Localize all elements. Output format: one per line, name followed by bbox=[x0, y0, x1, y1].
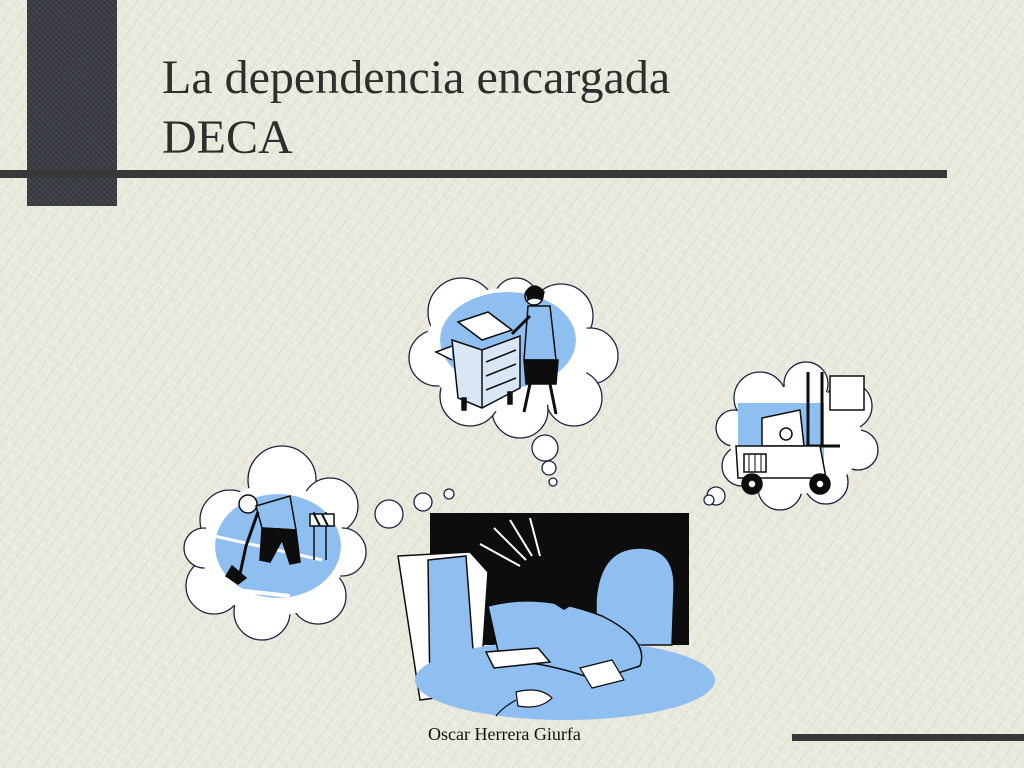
dreaming-worker-icon bbox=[397, 513, 715, 720]
title-line-2: DECA bbox=[162, 111, 293, 164]
forklift-icon bbox=[735, 372, 865, 495]
slide-title: La dependencia encargada DECA bbox=[162, 48, 670, 168]
thought-cloud-copier bbox=[408, 277, 619, 487]
thought-bubbles bbox=[374, 488, 455, 529]
thought-cloud-construction bbox=[183, 445, 367, 641]
office-worker-icon bbox=[510, 285, 559, 415]
title-line-1: La dependencia encargada bbox=[162, 51, 671, 104]
title-rule bbox=[0, 170, 947, 178]
clipart-illustration bbox=[183, 277, 879, 720]
thought-cloud-forklift bbox=[703, 361, 879, 511]
footer-rule bbox=[792, 734, 1024, 741]
footer-author: Oscar Herrera Giurfa bbox=[428, 724, 581, 744]
construction-worker-icon bbox=[213, 494, 341, 598]
photocopier-icon bbox=[434, 311, 521, 411]
